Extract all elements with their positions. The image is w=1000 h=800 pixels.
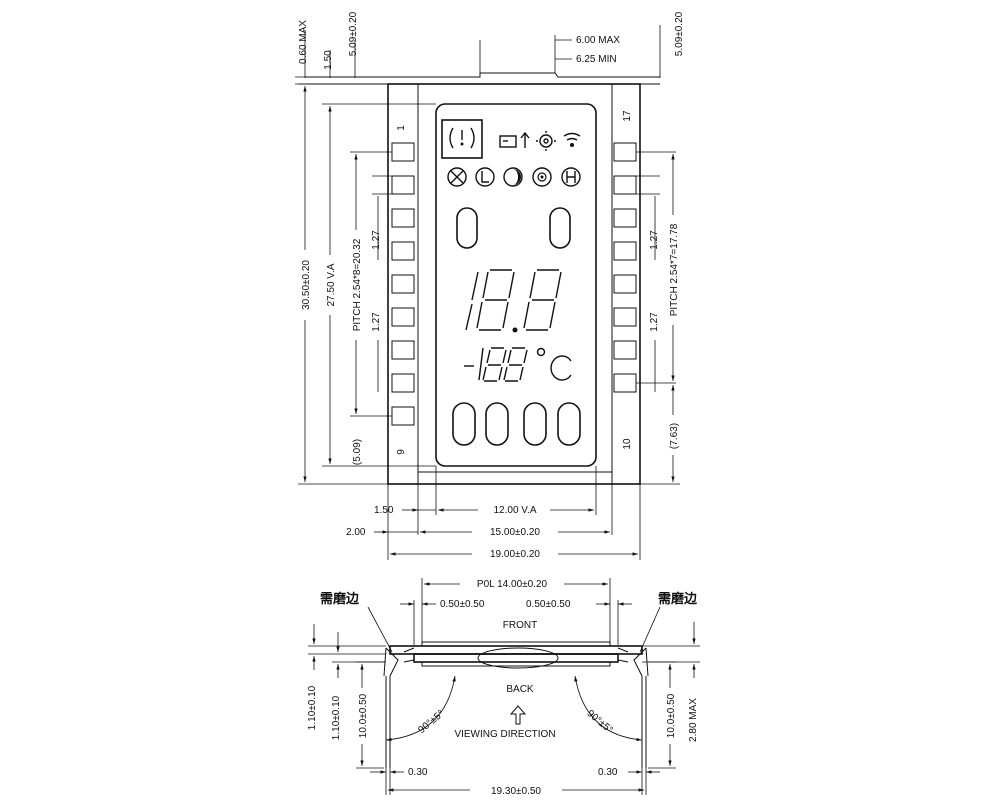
pin-17-label: 17 [622, 110, 633, 122]
dim-width-1500: 15.00±0.20 [490, 527, 540, 538]
dim-right-280: 2.80 MAX [688, 698, 699, 742]
pin-10-label: 10 [622, 438, 633, 450]
viewing-direction-arrow-icon [509, 705, 527, 725]
dim-top-150: 1.50 [323, 50, 334, 70]
main-digits-display [465, 269, 562, 333]
dim-width-200: 2.00 [346, 527, 366, 538]
dim-width-va: 12.00 V.A [493, 505, 536, 516]
sealant [477, 647, 559, 669]
main-digits-value: 18.8 [506, 337, 526, 348]
up-arrow-icon [520, 131, 530, 148]
dim-top-509-right: 5.09±0.20 [674, 11, 685, 56]
dim-bottom-030-left: 0.30 [408, 767, 428, 778]
dim-top-509-left: 5.09±0.20 [348, 11, 359, 56]
tire-pressure-icon [449, 127, 475, 149]
dim-left-110-a: 1.10±0.10 [307, 685, 318, 730]
back-label: BACK [506, 684, 534, 695]
dim-top-600: 6.00 MAX [576, 35, 620, 46]
dim-pin-127-c: 1.27 [649, 230, 660, 250]
dim-bottom-right-763: (7.63) [669, 423, 680, 449]
dim-pol: P0L 14.00±0.20 [477, 579, 548, 590]
dim-pitch-right: PITCH 2.54*7=17.78 [669, 223, 680, 316]
tire-pressure-icon-frame [441, 119, 483, 159]
cross-circle-icon [447, 167, 467, 187]
dim-top-060: 0.60 MAX [298, 20, 309, 64]
dim-left-1000: 10.0±0.50 [358, 693, 369, 738]
glass-back [413, 653, 619, 663]
dim-height-total: 30.50±0.20 [301, 260, 312, 310]
dim-pin-127-b: 1.27 [371, 312, 382, 332]
temperature-digits-value: -188 [495, 387, 515, 398]
dim-width-1900: 19.00±0.20 [490, 549, 540, 560]
viewing-direction-label: VIEWING DIRECTION [454, 729, 555, 740]
glass-outline [387, 83, 641, 485]
dim-bottom-left-509: (5.09) [352, 439, 363, 465]
front-label: FRONT [503, 620, 537, 631]
temperature-unit-value: °C [555, 387, 566, 398]
pin-1-label: 1 [396, 125, 407, 131]
battery-icon [499, 135, 517, 148]
dim-bottom-1930: 19.30±0.50 [491, 786, 541, 797]
dim-pin-127-a: 1.27 [371, 230, 382, 250]
edge-note-right: 需磨边 [658, 591, 698, 607]
polarizer-back [421, 661, 611, 667]
dim-left-110-b: 1.10±0.10 [331, 695, 342, 740]
glass-front [389, 645, 643, 655]
moon-circle-icon [503, 167, 523, 187]
top-view: 1 9 17 10 [295, 11, 685, 560]
right-pins [613, 142, 637, 393]
dim-angle-right: 90°±5° [585, 708, 615, 736]
dim-top-625: 6.25 MIN [576, 54, 617, 65]
h-circle-icon [561, 167, 581, 187]
pill-bottom-1 [452, 402, 476, 446]
gear-icon [536, 131, 556, 151]
dim-gap-right: 0.50±0.50 [526, 599, 571, 610]
pill-bottom-4 [557, 402, 581, 446]
pill-segment-left [456, 207, 478, 249]
dim-pitch-left: PITCH 2.54*8=20.32 [352, 238, 363, 331]
dim-bottom-030-right: 0.30 [598, 767, 618, 778]
side-view: P0L 14.00±0.20 0.50±0.50 0.50±0.50 需磨边 需… [307, 577, 700, 797]
celsius-unit [536, 347, 572, 381]
edge-note-left: 需磨边 [320, 591, 360, 607]
dim-height-va: 27.50 V.A [326, 263, 337, 306]
pin-9-label: 9 [396, 449, 407, 455]
left-pins [391, 142, 415, 426]
dim-right-1000: 10.0±0.50 [666, 693, 677, 738]
dim-gap-left: 0.50±0.50 [440, 599, 485, 610]
pill-bottom-3 [523, 402, 547, 446]
dim-angle-left: 90°±5° [416, 708, 446, 736]
wireless-icon [563, 132, 581, 147]
pill-bottom-2 [485, 402, 509, 446]
dim-width-150: 1.50 [374, 505, 394, 516]
pill-segment-right [549, 207, 571, 249]
l-circle-icon [475, 167, 495, 187]
dim-pin-127-d: 1.27 [649, 312, 660, 332]
snow-circle-icon [532, 167, 552, 187]
temperature-digits-display [464, 347, 528, 382]
viewing-area [435, 103, 597, 467]
